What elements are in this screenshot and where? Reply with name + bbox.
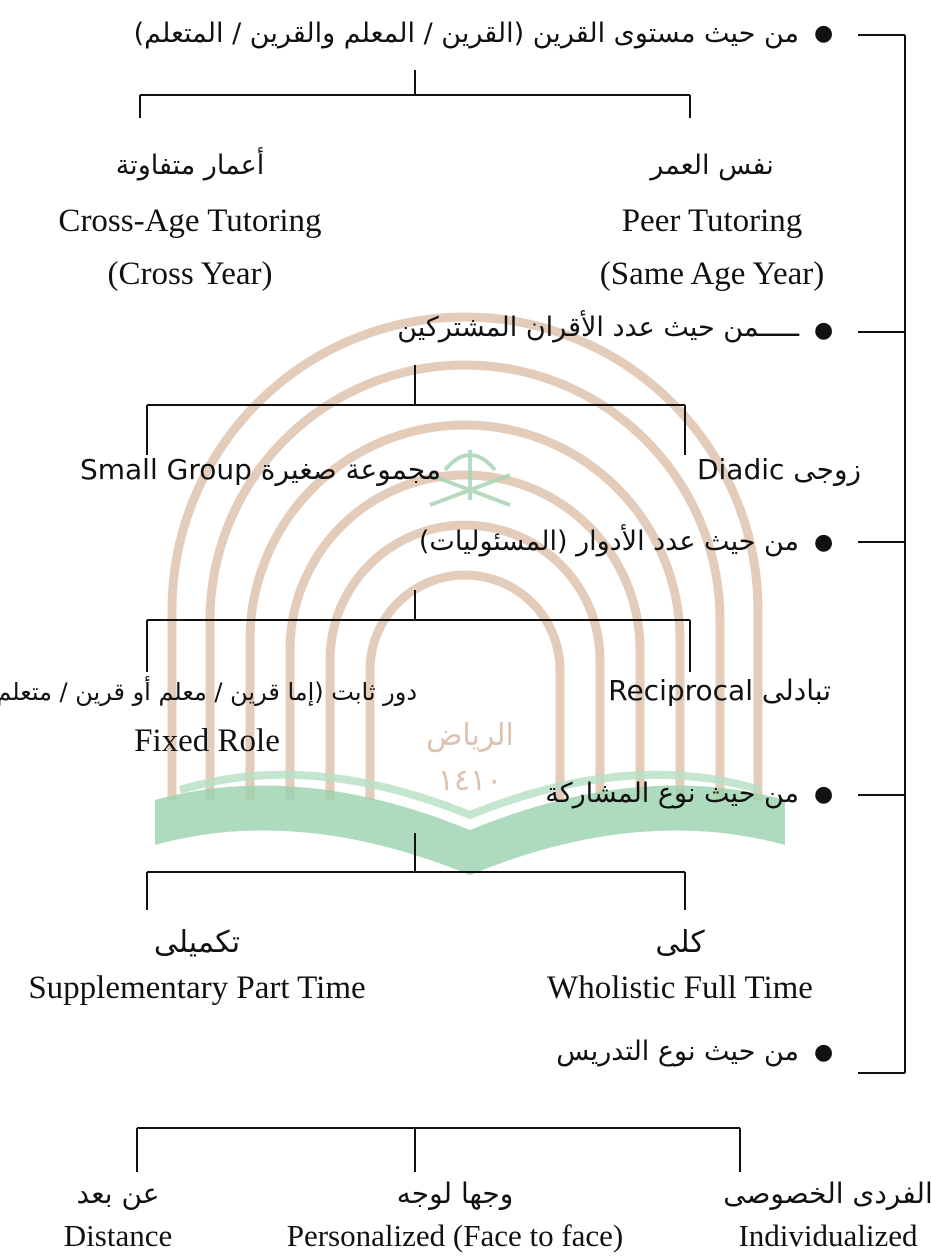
section-2-heading: ـــــمن حيث عدد الأقران المشتركين <box>397 312 799 343</box>
s5-child-3-en1: Distance <box>63 1218 173 1253</box>
bullet-2: ● <box>814 318 834 343</box>
bullet-1: ● <box>814 21 834 46</box>
s1-child-2-en1: Cross-Age Tutoring <box>58 203 322 239</box>
s4-child-1-ar: كلى <box>655 925 705 960</box>
s4-child-2-ar: تكميلى <box>153 925 241 960</box>
seal-riyadh-text: الرياض <box>426 718 514 753</box>
s3-child-2-ar: دور ثابت (إما قرين / معلم أو قرين / متعل… <box>0 678 417 706</box>
s2-child-1-label: زوجى Diadic <box>696 453 861 486</box>
s4-child-1-en1: Wholistic Full Time <box>547 970 813 1006</box>
seal-arches <box>167 312 763 800</box>
s5-child-2-en1: Personalized (Face to face) <box>286 1218 624 1253</box>
section-3-heading: من حيث عدد الأدوار (المسئوليات) <box>418 526 799 557</box>
s1-child-1-en1: Peer Tutoring <box>621 203 803 239</box>
section-4-heading: من حيث نوع المشاركة <box>545 778 799 809</box>
seal-book <box>155 770 785 875</box>
seal-emblem <box>429 450 511 507</box>
s1-child-2-en2: (Cross Year) <box>107 256 273 292</box>
s1-child-2-ar: أعمار متفاوتة <box>115 150 265 181</box>
s1-child-1-en2: (Same Age Year) <box>599 256 825 292</box>
bullet-5: ● <box>814 1040 834 1065</box>
s1-child-1-ar: نفس العمر <box>650 150 774 181</box>
s5-child-3-ar: عن بعد <box>76 1177 160 1210</box>
section-5-heading: من حيث نوع التدريس <box>556 1036 799 1067</box>
s3-child-1-label: تبادلى Reciprocal <box>608 674 831 707</box>
s3-child-2-en1: Fixed Role <box>134 723 280 759</box>
s5-child-2-ar: وجها لوجه <box>396 1177 514 1210</box>
bullet-4: ● <box>814 782 834 807</box>
section-1-heading: من حيث مستوى القرين (القرين / المعلم وال… <box>133 18 799 49</box>
s5-child-1-ar: الفردى الخصوصى <box>723 1177 931 1210</box>
bullet-3: ● <box>814 530 834 555</box>
s2-child-2-label: مجموعة صغيرة Small Group <box>79 453 441 486</box>
seal-year-text: ١٤١٠ <box>438 763 502 798</box>
s5-child-1-en1: Individualized <box>738 1218 918 1253</box>
s4-child-2-en1: Supplementary Part Time <box>28 970 366 1006</box>
